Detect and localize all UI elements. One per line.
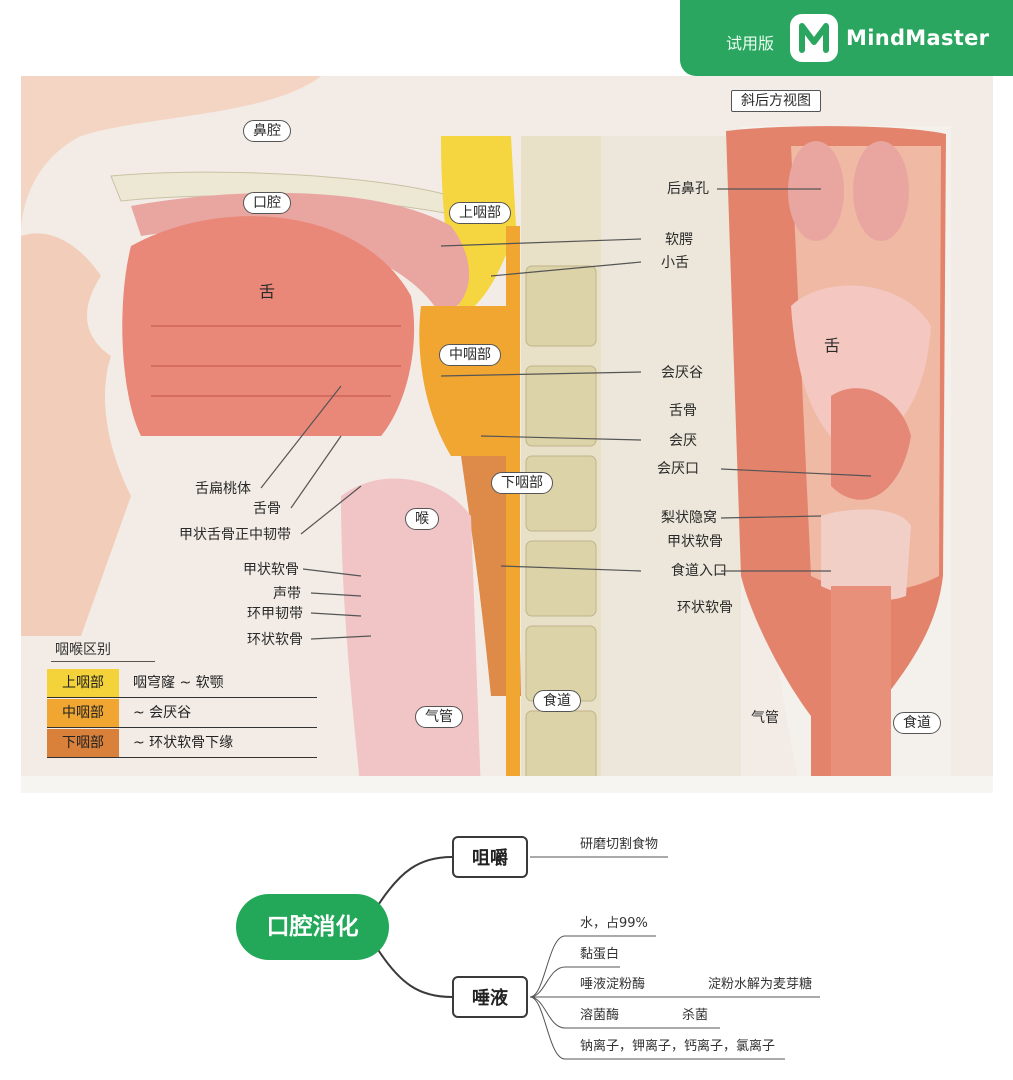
label-thyroid-cartilage-middle: 甲状软骨 [667, 534, 723, 550]
label-tongue: 舌 [259, 282, 276, 301]
label-posterior-nares: 后鼻孔 [667, 181, 709, 197]
label-hyoid-middle: 舌骨 [669, 403, 697, 419]
trial-badge: 试用版 MindMaster [680, 0, 1013, 76]
label-uvula: 小舌 [661, 255, 689, 271]
leader-lines [260, 188, 872, 640]
label-oblique-view: 斜后方视图 [731, 90, 821, 112]
legend-key: 下咽部 [47, 729, 119, 757]
label-cricoid-cartilage-middle: 环状软骨 [677, 600, 733, 616]
mindmap-node-saliva[interactable]: 唾液 [452, 976, 528, 1018]
label-trachea-right: 气管 [751, 710, 779, 726]
label-nasal-cavity: 鼻腔 [243, 120, 291, 142]
mindmap-leaf-amylase[interactable]: 唾液淀粉酶 [580, 977, 646, 992]
legend-row-oropharynx: 中咽部 ~ 会厌谷 [47, 699, 317, 728]
label-epiglottis: 会厌 [669, 433, 697, 449]
legend-value: 咽穹窿 ~ 软颚 [133, 675, 224, 691]
label-piriform-recess: 梨状隐窝 [661, 510, 717, 526]
mindmap-leaf-lysozyme[interactable]: 溶菌酶 [580, 1008, 620, 1023]
label-esophagus-right: 食道 [893, 712, 941, 734]
legend-title-rule [51, 661, 155, 662]
mindmap-leaf-sterilize[interactable]: 杀菌 [682, 1008, 709, 1023]
label-lingual-tonsil: 舌扁桃体 [195, 481, 251, 497]
mindmaster-logo-icon [790, 14, 838, 62]
label-nasopharynx: 上咽部 [449, 202, 511, 224]
legend-key: 中咽部 [47, 699, 119, 727]
mindmap-connectors [374, 856, 820, 1060]
legend-row-nasopharynx: 上咽部 咽穹窿 ~ 软颚 [47, 669, 317, 698]
label-esophageal-entrance: 食道入口 [671, 563, 727, 579]
trial-label: 试用版 [726, 34, 775, 53]
mindmap-leaf-mucin[interactable]: 黏蛋白 [580, 947, 620, 962]
label-cricothyroid-ligament: 环甲韧带 [247, 606, 303, 622]
mindmap-node-chewing[interactable]: 咀嚼 [452, 836, 528, 878]
label-esophagus: 食道 [533, 690, 581, 712]
mindmap-root-oral-digestion[interactable]: 口腔消化 [236, 894, 389, 960]
label-tongue-right: 舌 [824, 336, 841, 355]
mindmap-leaf-starch-hydrolysis[interactable]: 淀粉水解为麦芽糖 [708, 977, 813, 992]
mindmap-leaf-grinding[interactable]: 研磨切割食物 [580, 837, 659, 852]
legend-title: 咽喉区别 [55, 642, 111, 658]
legend-key: 上咽部 [47, 669, 119, 697]
label-laryngeal-inlet: 会厌口 [657, 461, 699, 477]
mindmap-leaf-ions[interactable]: 钠离子，钾离子，钙离子，氯离子 [580, 1039, 776, 1054]
legend-value: ~ 会厌谷 [133, 705, 192, 721]
legend-value: ~ 环状软骨下缘 [133, 735, 234, 751]
label-oropharynx: 中咽部 [439, 344, 501, 366]
label-larynx: 喉 [405, 508, 439, 530]
label-hyoid-left: 舌骨 [253, 501, 281, 517]
anatomy-figure: 鼻腔 口腔 舌 上咽部 中咽部 下咽部 喉 气管 食道 舌扁桃体 舌骨 甲状舌骨… [21, 76, 993, 793]
label-vocal-cord: 声带 [273, 586, 301, 602]
anatomy-drawing [21, 76, 993, 793]
mindmap-leaf-water[interactable]: 水，占99% [580, 916, 648, 931]
label-soft-palate: 软腭 [665, 232, 693, 248]
label-vallecula: 会厌谷 [661, 365, 703, 381]
legend-row-laryngopharynx: 下咽部 ~ 环状软骨下缘 [47, 729, 317, 758]
label-thyroid-cartilage-left: 甲状软骨 [243, 562, 299, 578]
brand-name: MindMaster [846, 26, 990, 50]
label-cricoid-cartilage-left: 环状软骨 [247, 632, 303, 648]
label-trachea: 气管 [415, 706, 463, 728]
label-laryngopharynx: 下咽部 [491, 472, 553, 494]
label-oral-cavity: 口腔 [243, 192, 291, 214]
label-thyrohyoid-ligament: 甲状舌骨正中韧带 [179, 527, 291, 543]
